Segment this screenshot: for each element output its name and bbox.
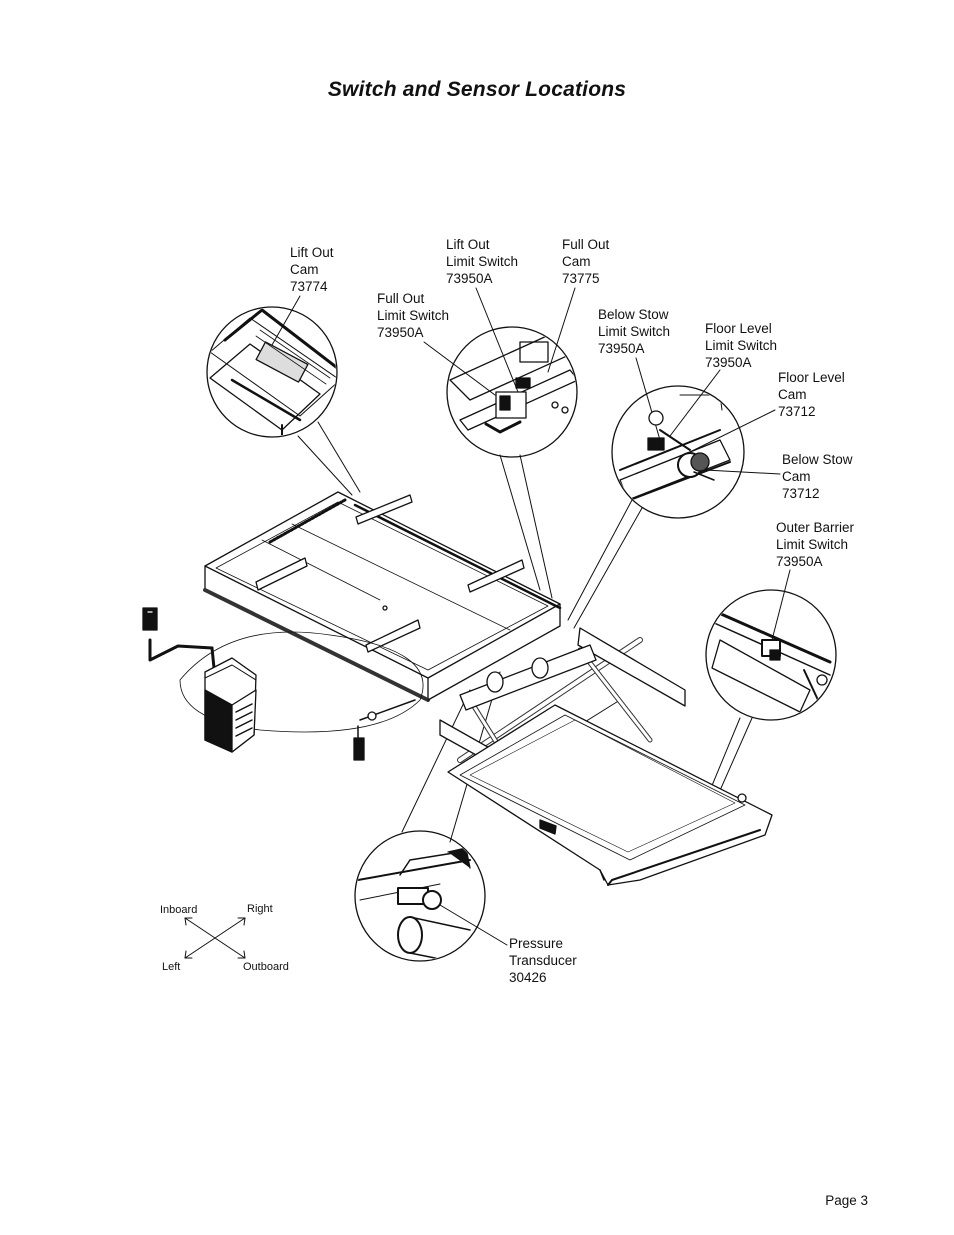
direction-inboard: Inboard bbox=[160, 904, 198, 916]
direction-right: Right bbox=[247, 903, 273, 915]
page-number: Page 3 bbox=[825, 1193, 868, 1208]
detail-pressure-transducer bbox=[354, 830, 486, 962]
direction-outboard: Outboard bbox=[243, 961, 289, 973]
hand-pendant bbox=[353, 699, 416, 761]
pump-controller bbox=[142, 607, 424, 753]
detail-outer-barrier bbox=[705, 589, 837, 721]
direction-left: Left bbox=[162, 961, 181, 973]
page-title: Switch and Sensor Locations bbox=[327, 78, 627, 101]
detail-full-out-switch bbox=[446, 326, 578, 458]
direction-arrows bbox=[184, 917, 246, 959]
detail-lift-out-cam bbox=[206, 306, 338, 438]
detail-below-stow-floor-level bbox=[611, 385, 745, 519]
lift-frame bbox=[203, 491, 773, 886]
